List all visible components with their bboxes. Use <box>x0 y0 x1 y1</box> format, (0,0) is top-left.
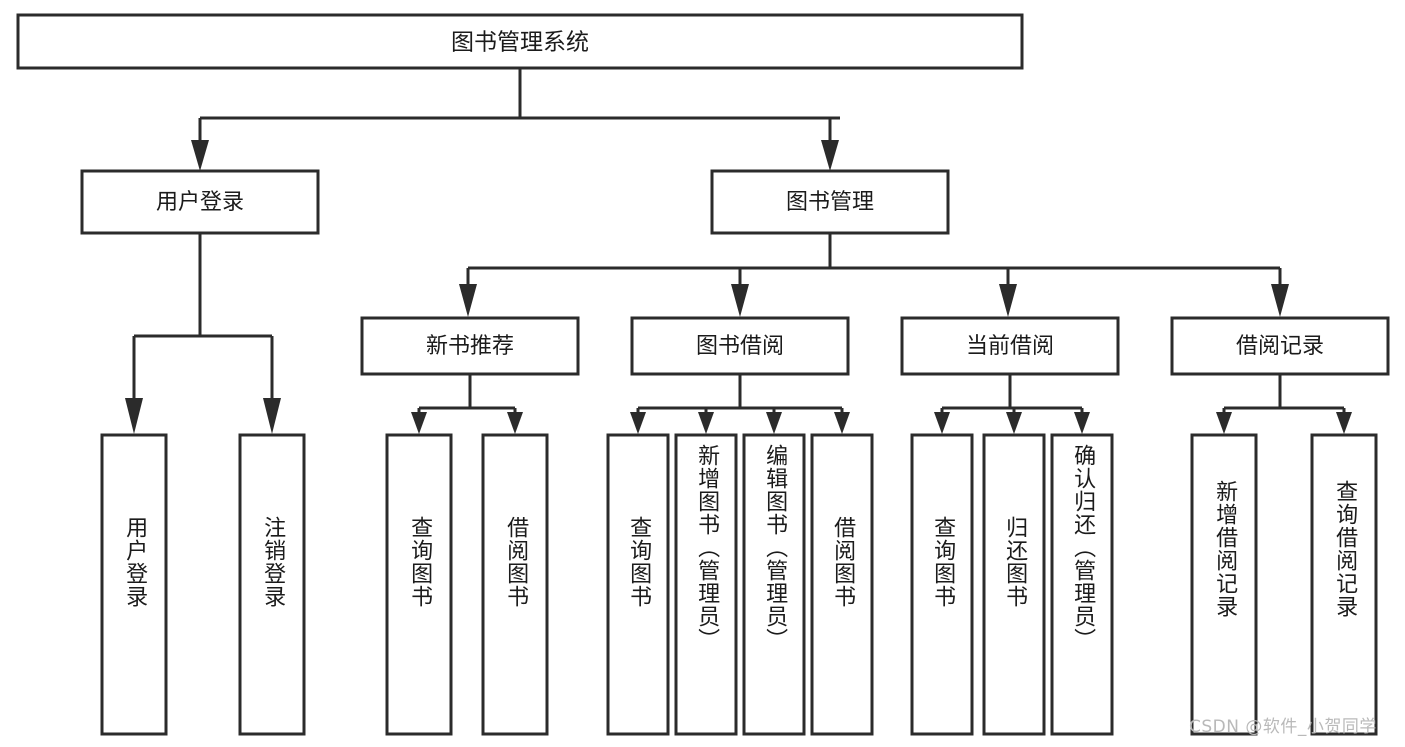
leaf-record-add[interactable] <box>1190 433 1258 736</box>
leaf-new-query-book[interactable] <box>385 433 453 736</box>
node-borrow-record[interactable]: 借阅记录 <box>1170 316 1390 376</box>
node-book-manage-label: 图书管理 <box>786 190 874 215</box>
node-user-login-label: 用户登录 <box>156 190 244 215</box>
leaf-record-query[interactable] <box>1310 433 1378 736</box>
leaf-user-login[interactable] <box>100 433 168 736</box>
leaf-current-return-book[interactable] <box>982 433 1046 736</box>
node-borrow-record-label: 借阅记录 <box>1236 334 1324 359</box>
node-book-manage[interactable]: 图书管理 <box>710 169 950 235</box>
leaf-current-query-book[interactable] <box>910 433 974 736</box>
connector-new-book-to-leaves <box>411 374 523 434</box>
connector-root-to-level2 <box>191 68 840 171</box>
leaf-borrow-book[interactable] <box>810 433 874 736</box>
node-root-label: 图书管理系统 <box>451 30 589 56</box>
leaf-new-borrow-book[interactable] <box>481 433 549 736</box>
node-user-login[interactable]: 用户登录 <box>80 169 320 235</box>
connector-current-borrow-to-leaves <box>934 374 1090 434</box>
node-book-borrow[interactable]: 图书借阅 <box>630 316 850 376</box>
node-root[interactable]: 图书管理系统 <box>16 13 1024 70</box>
leaf-user-logout[interactable] <box>238 433 306 736</box>
leaf-current-confirm-return[interactable] <box>1050 433 1114 736</box>
node-current-borrow[interactable]: 当前借阅 <box>900 316 1120 376</box>
connector-book-borrow-to-leaves <box>630 374 850 434</box>
node-book-borrow-label: 图书借阅 <box>696 334 784 359</box>
leaf-borrow-query-book[interactable] <box>606 433 670 736</box>
leaf-borrow-add-book[interactable] <box>674 433 738 736</box>
leaf-borrow-edit-book[interactable] <box>742 433 806 736</box>
connector-book-manage-to-level3 <box>459 233 1289 317</box>
node-new-book-recommend[interactable]: 新书推荐 <box>360 316 580 376</box>
csdn-watermark: CSDN @软件_小贺同学 <box>1189 717 1377 737</box>
connector-user-login-to-leaves <box>125 233 281 434</box>
node-new-book-recommend-label: 新书推荐 <box>426 334 514 359</box>
connector-borrow-record-to-leaves <box>1216 374 1352 434</box>
node-current-borrow-label: 当前借阅 <box>966 334 1054 359</box>
